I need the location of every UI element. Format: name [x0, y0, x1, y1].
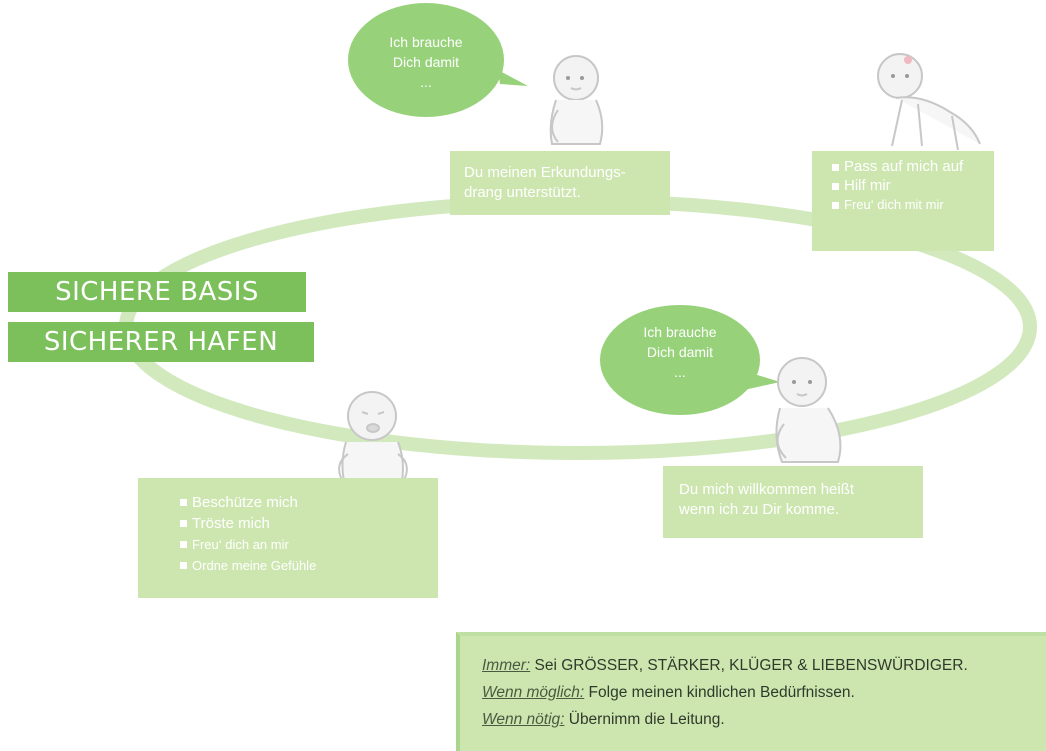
label-safe-haven: SICHERER HAFEN — [8, 322, 314, 362]
box-needs-exploration: Pass auf mich auf Hilf mir Freu‘ dich mi… — [812, 151, 994, 251]
box-top-line2: drang unterstützt. — [464, 184, 581, 201]
list-item: Pass auf mich auf — [832, 157, 994, 176]
rule-always-text: Sei GRÖSSER, STÄRKER, KLÜGER & LIEBENSWÜ… — [530, 657, 968, 674]
rule-necessary-key: Wenn nötig: — [482, 711, 565, 728]
bubble-right-text: Ich brauche Dich damit ... — [620, 322, 740, 382]
bubble-top-line3: ... — [420, 74, 432, 90]
bubble-right-line2: Dich damit — [646, 344, 714, 360]
box-needs-comfort: Beschütze mich Tröste mich Freu‘ dich an… — [138, 478, 438, 598]
list-item: Freu‘ dich an mir — [180, 534, 438, 555]
rule-necessary-text: Übernimm die Leitung. — [564, 711, 725, 728]
box-bottom-right-line2: wenn ich zu Dir komme. — [679, 501, 840, 518]
rule-possible-text: Folge meinen kindlichen Bedürfnissen. — [584, 684, 855, 701]
bubble-top-line1: Ich brauche — [389, 34, 463, 50]
baby-crawling-icon — [877, 53, 981, 151]
box-bottom-right-line1: Du mich willkommen heißt — [679, 481, 855, 498]
bubble-top-line2: Dich damit — [392, 54, 460, 70]
box-exploration-support: Du meinen Erkundungs- drang unterstützt. — [450, 151, 670, 215]
bubble-right-line3: ... — [674, 364, 686, 380]
baby-sitting-icon — [549, 55, 604, 145]
list-item: Hilf mir — [832, 176, 994, 195]
bubble-top-text: Ich brauche Dich damit ... — [366, 32, 486, 92]
rule-possible-key: Wenn möglich: — [482, 684, 585, 701]
rule-necessary: Wenn nötig: Übernimm die Leitung. — [482, 706, 1046, 733]
baby-sitting-icon — [775, 357, 842, 463]
speech-bubble-right — [600, 305, 780, 415]
rule-possible: Wenn möglich: Folge meinen kindlichen Be… — [482, 679, 1046, 706]
box-top-line1: Du meinen Erkundungs- — [464, 164, 626, 181]
list-item: Tröste mich — [180, 513, 438, 534]
needs-exploration-list: Pass auf mich auf Hilf mir Freu‘ dich mi… — [832, 157, 994, 214]
bubble-right-line1: Ich brauche — [643, 324, 717, 340]
rule-always-key: Immer: — [482, 657, 531, 674]
label-secure-base: SICHERE BASIS — [8, 272, 306, 312]
needs-comfort-list: Beschütze mich Tröste mich Freu‘ dich an… — [180, 492, 438, 576]
parenting-rules-panel: Immer: Sei GRÖSSER, STÄRKER, KLÜGER & LI… — [456, 632, 1046, 751]
speech-bubble-top — [348, 3, 528, 117]
rule-always: Immer: Sei GRÖSSER, STÄRKER, KLÜGER & LI… — [482, 652, 1046, 679]
box-welcome-back: Du mich willkommen heißt wenn ich zu Dir… — [663, 466, 923, 538]
list-item: Beschütze mich — [180, 492, 438, 513]
list-item: Freu‘ dich mit mir — [832, 195, 994, 214]
list-item: Ordne meine Gefühle — [180, 555, 438, 576]
